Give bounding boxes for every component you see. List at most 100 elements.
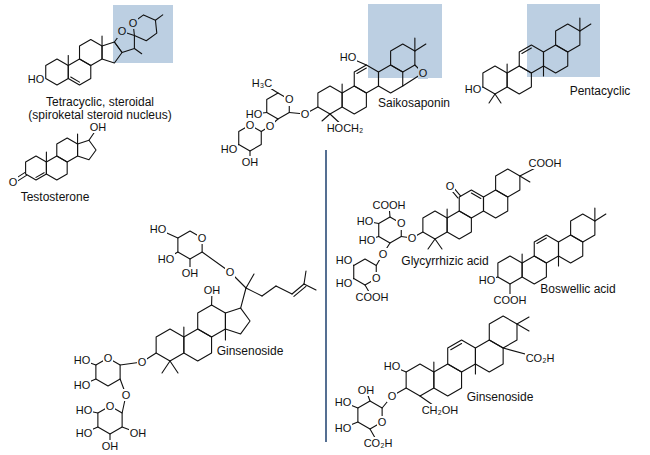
bond-line <box>537 238 546 243</box>
atom-label: HO <box>27 73 46 85</box>
atom-label: HO <box>356 215 375 227</box>
bond-line <box>170 361 178 373</box>
highlight-box <box>527 4 600 77</box>
atom-label: HOCH₂ <box>326 122 365 134</box>
ring-outline <box>80 40 103 66</box>
ring-outline <box>102 42 122 63</box>
atom-label: O <box>8 176 19 188</box>
atom-label: O <box>418 67 429 79</box>
bond-line <box>294 286 306 296</box>
ring-outline <box>459 190 483 218</box>
atom-label: O <box>225 266 236 278</box>
ring-outline <box>423 211 447 239</box>
bond-line <box>262 286 276 296</box>
atom-label: O <box>197 232 208 244</box>
atom-label: O <box>407 232 418 244</box>
ring-outline <box>156 329 184 361</box>
atom-label: HO <box>334 422 353 434</box>
bond-line <box>246 274 254 288</box>
atom-label: O <box>284 93 295 105</box>
ring-outline <box>489 316 517 348</box>
atom-label: COOH <box>355 291 390 303</box>
bond-line <box>46 152 47 162</box>
atom-label: COOH <box>372 199 407 211</box>
atom-label: HO <box>334 396 353 408</box>
ring-outline <box>57 138 78 162</box>
ring-outline <box>519 45 543 73</box>
bond-line <box>517 317 529 324</box>
highlight-box <box>368 4 442 78</box>
compound-name: Tetracyclic, steroidal (spiroketal stero… <box>22 96 179 122</box>
bond-line <box>241 288 246 308</box>
ring-outline <box>483 66 507 94</box>
ring-outline <box>522 256 546 284</box>
atom-label: O <box>378 248 389 260</box>
ring-outline <box>475 340 503 372</box>
ring-outline <box>571 214 595 242</box>
bond-line <box>71 77 80 82</box>
atom-label: H₃C <box>251 77 273 89</box>
atom-label: OH <box>241 156 260 168</box>
compound-name: Ginsenoside <box>216 345 285 358</box>
atom-label: HO <box>73 354 92 366</box>
ring-outline <box>198 305 226 337</box>
bond-line <box>36 173 44 178</box>
bond-line <box>357 68 366 73</box>
bond-line <box>517 324 529 331</box>
bond-line <box>183 327 184 337</box>
ring-outline <box>498 256 522 284</box>
atom-label: CO₂H <box>525 352 556 364</box>
atom-label: OH <box>101 440 120 452</box>
atom-label: O <box>103 352 114 364</box>
atom-label: COOH <box>528 157 563 169</box>
ring-outline <box>318 86 342 114</box>
bond-line <box>68 56 69 66</box>
atom-label: HO <box>73 379 92 391</box>
ring-outline <box>78 140 96 159</box>
ring-outline <box>184 329 212 361</box>
ring-outline <box>448 340 476 372</box>
ring-outline <box>447 211 471 239</box>
bond-line <box>522 254 523 263</box>
bond-line <box>520 176 530 182</box>
ring-outline <box>483 190 507 218</box>
atom-label: CH₂OH <box>421 404 460 416</box>
atom-label: O <box>137 356 148 368</box>
atom-label: OH <box>203 284 222 296</box>
atom-label: O <box>117 25 128 37</box>
bond-line <box>475 364 476 374</box>
bond-line <box>225 329 226 340</box>
ring-outline <box>378 65 402 93</box>
atom-label: O <box>300 108 311 120</box>
ring-outline <box>26 156 47 180</box>
ring-outline <box>391 44 415 72</box>
bond-line <box>276 286 292 294</box>
divider-line <box>325 150 327 442</box>
bond-line <box>134 48 141 53</box>
atom-label: HO <box>157 253 176 265</box>
atom-label: CO₂H <box>363 437 394 449</box>
atom-label: HO <box>335 277 354 289</box>
atom-label: O <box>445 180 456 192</box>
atom-label: HO <box>358 234 377 246</box>
atom-label: O <box>121 389 132 401</box>
atom-label: HO <box>75 427 94 439</box>
atom-label: O <box>387 390 398 402</box>
bond-line <box>595 214 606 221</box>
ring-outline <box>354 65 378 93</box>
atom-label: OH <box>129 427 148 439</box>
bond-line <box>414 38 415 51</box>
bond-line <box>471 193 480 198</box>
atom-label: OH <box>357 384 376 396</box>
ring-outline <box>558 235 582 263</box>
ring-outline <box>534 235 558 263</box>
compound-name: Pentacyclic <box>569 85 632 98</box>
bond-line <box>162 361 170 373</box>
atom-label: HO <box>478 274 497 286</box>
atom-label: HO <box>383 360 402 372</box>
ring-outline <box>556 24 580 52</box>
ring-outline <box>406 364 434 396</box>
atom-label: COOH <box>493 294 528 306</box>
ring-outline <box>507 66 531 94</box>
